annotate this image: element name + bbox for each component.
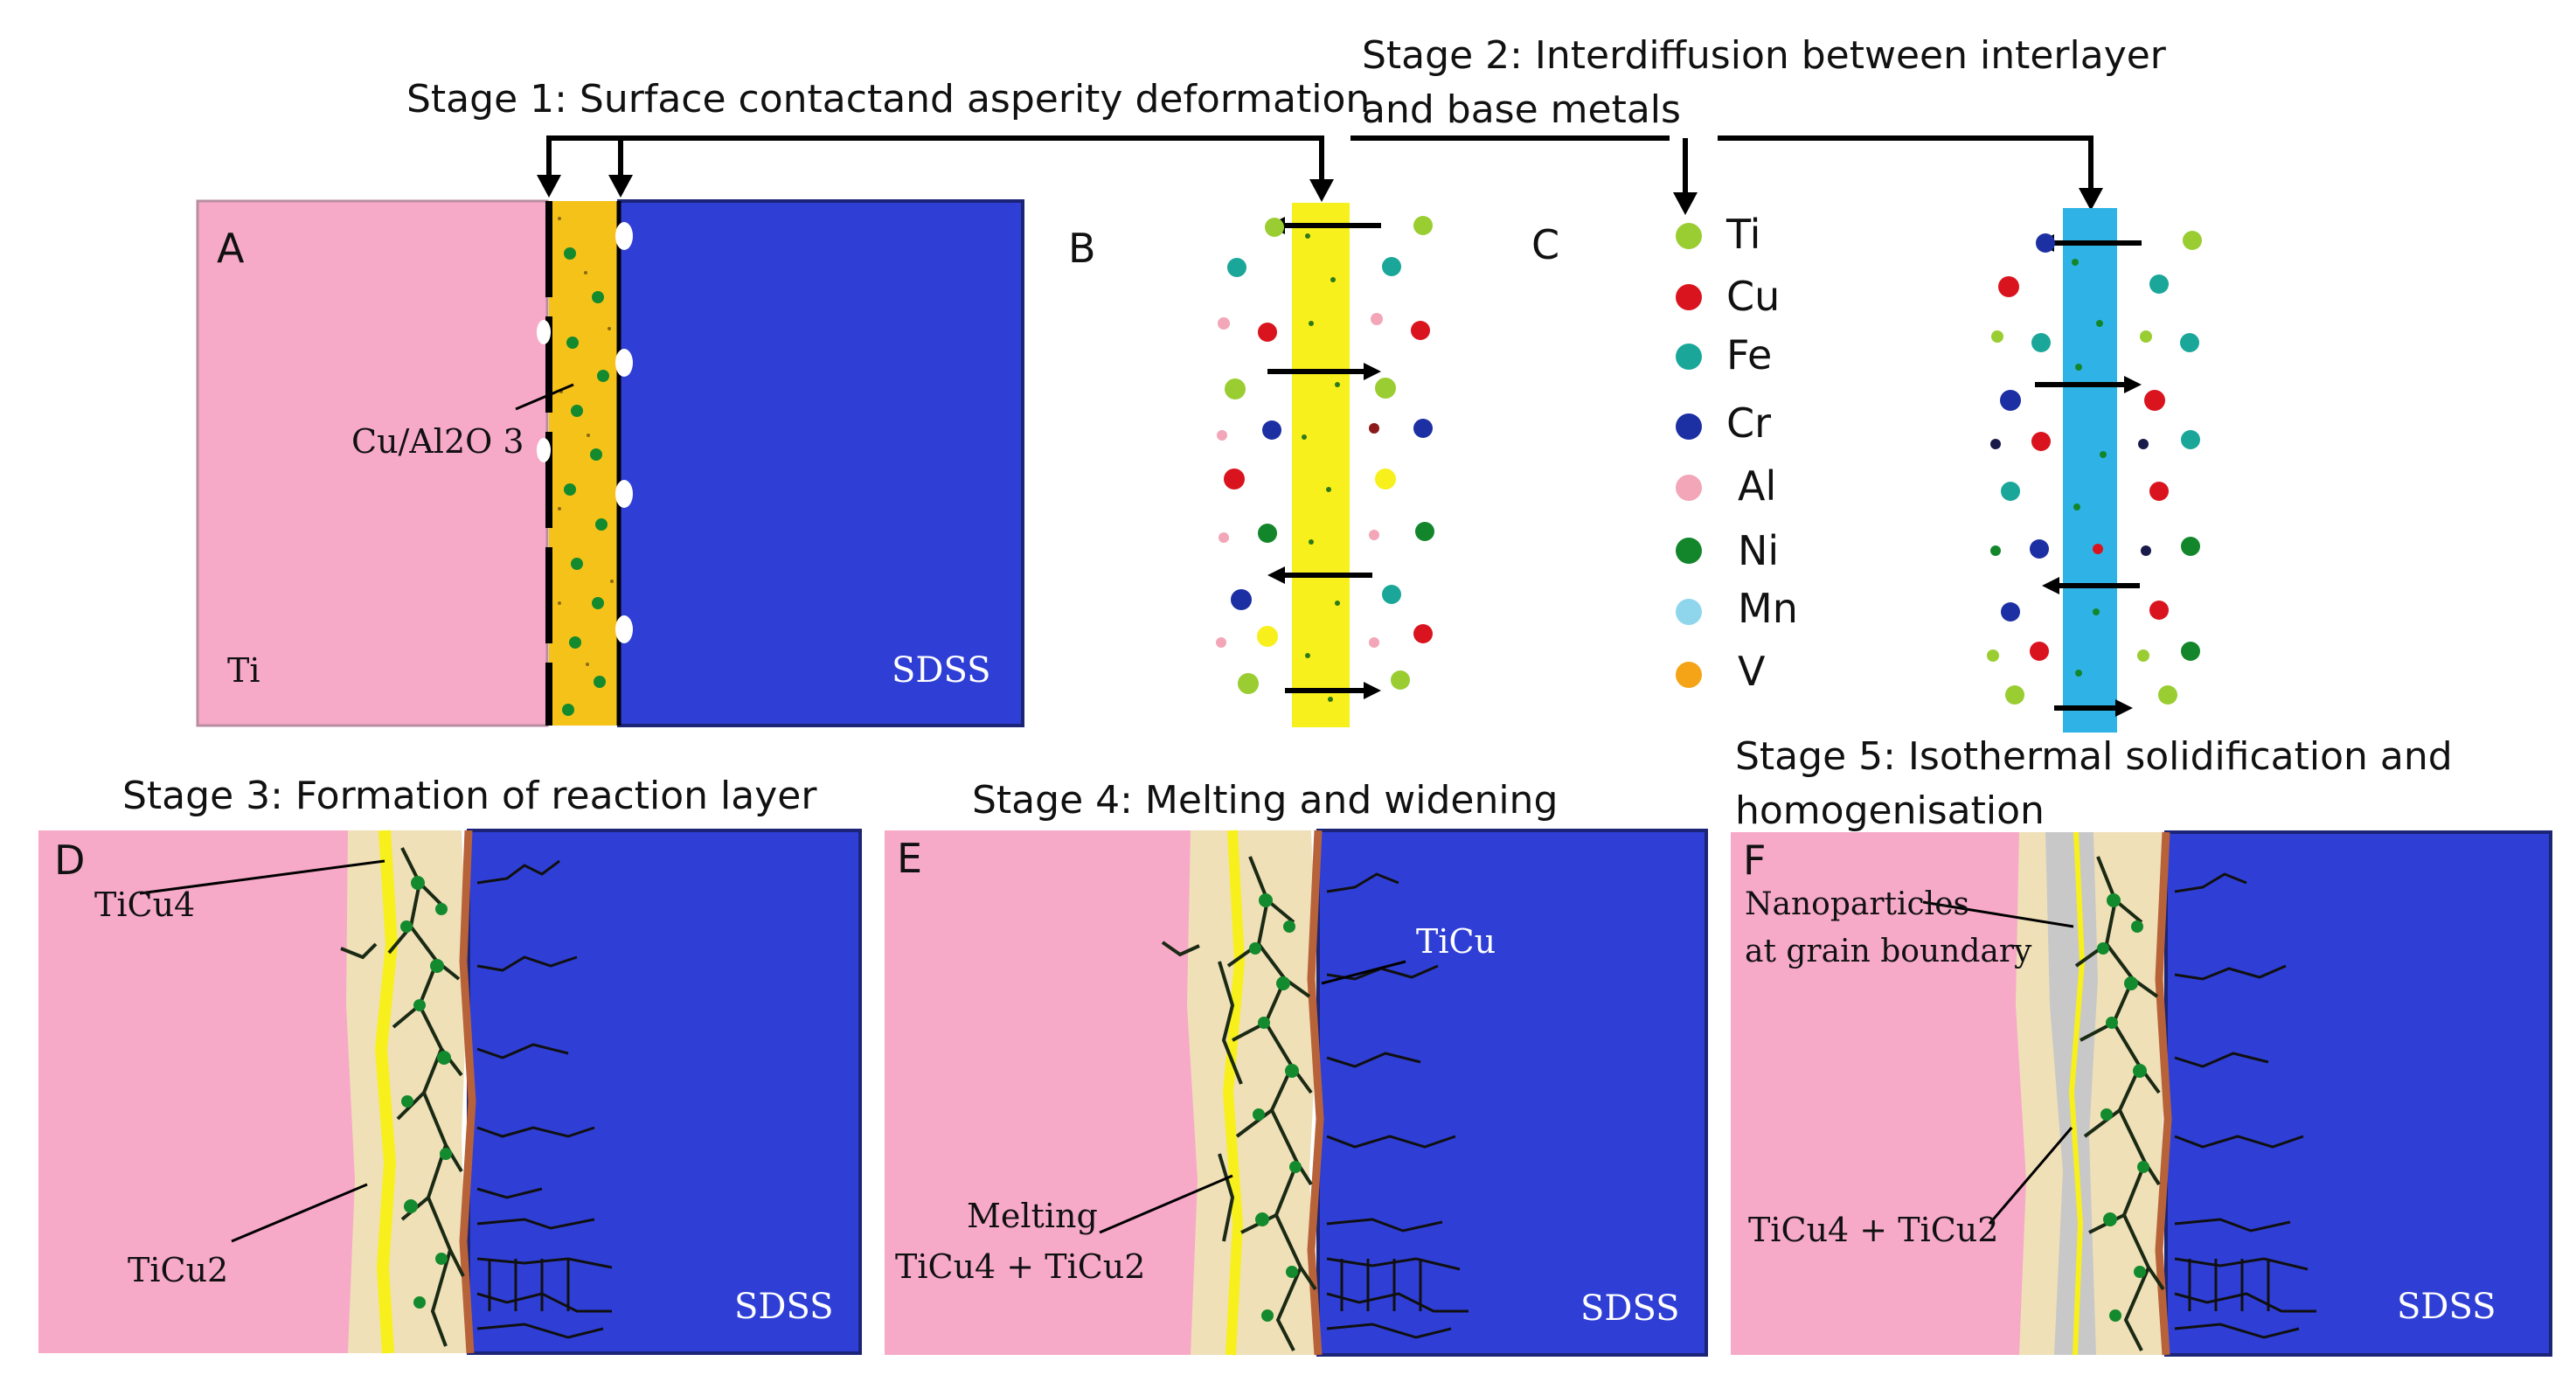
legend-fe-dot: [1676, 344, 1702, 370]
interlayer-leader: [515, 383, 574, 411]
panel-e: E TiCu Melting TiCu4 + TiCu2 SDSS: [885, 829, 1708, 1357]
stage-1-connector: [546, 135, 1324, 184]
diffusion-arrows-b: [1267, 223, 1381, 693]
panel-e-melting-phases-label: TiCu4 + TiCu2: [895, 1247, 1145, 1286]
panel-f-ticu-phases-label: TiCu4 + TiCu2: [1748, 1211, 1998, 1249]
panel-d: D TiCu4 TiCu2 SDSS: [38, 829, 862, 1355]
sdss-cracks-f: [2174, 872, 2316, 1339]
legend-v-label: V: [1738, 648, 1766, 695]
diffusion-arrows-c: [2035, 240, 2142, 711]
panel-e-melting-label: Melting: [967, 1197, 1098, 1235]
ticu4-leader-d: [139, 859, 385, 895]
panel-a-ti-label: Ti: [227, 651, 260, 690]
ti-base-metal-d: [38, 830, 364, 1353]
sdss-base-metal-f: [2164, 830, 2552, 1357]
cu-interlayer: [549, 201, 619, 726]
legend-ti-dot: [1676, 223, 1702, 249]
legend-mn-dot: [1676, 599, 1702, 625]
panel-e-ticu-label: TiCu: [1416, 922, 1496, 961]
yellow-interlayer-strip: [1292, 203, 1350, 727]
panel-d-letter: D: [54, 837, 85, 884]
legend-ti-label: Ti: [1725, 211, 1760, 258]
panel-f-nanoparticles-label: Nanoparticles: [1745, 886, 1969, 922]
sdss-base-metal: [617, 199, 1024, 727]
legend-cu-dot: [1676, 284, 1702, 310]
ticu2-leader-d: [231, 1183, 368, 1243]
strip-specks-c: [2072, 259, 2107, 677]
ti-base-metal-f: [1731, 832, 2045, 1355]
panel-c-letter: C: [1531, 221, 1559, 268]
sdss-base-metal-d: [467, 829, 862, 1355]
panel-a-sdss-label: SDSS: [892, 650, 991, 691]
stage-3-title: Stage 3: Formation of reaction layer: [122, 774, 817, 818]
stage-2-title-line1: Stage 2: Interdiffusion between interlay…: [1362, 33, 2167, 78]
panel-d-ticu4-label: TiCu4: [94, 885, 195, 924]
legend: Ti Cu Fe Cr Al Ni Mn V: [1676, 211, 1798, 695]
sdss-cracks-d: [476, 859, 613, 1339]
panel-e-letter: E: [897, 835, 922, 882]
stage-2-arrowheads: [1673, 188, 2103, 215]
legend-mn-label: Mn: [1738, 585, 1798, 632]
panel-d-sdss-label: SDSS: [734, 1287, 834, 1327]
stage-5-title-line1: Stage 5: Isothermal solidification and: [1735, 734, 2453, 779]
panel-b-letter: B: [1068, 225, 1096, 272]
panel-f-grain-boundary-label: at grain boundary: [1745, 934, 2032, 969]
panel-a-interlayer-label: Cu/Al2O 3: [351, 422, 524, 461]
panel-f-letter: F: [1743, 837, 1766, 884]
sdss-base-metal-e: [1316, 829, 1708, 1357]
panel-f: F Nanoparticles at grain boundary TiCu4 …: [1731, 830, 2552, 1357]
nanoparticles-leader-f: [1922, 900, 2074, 928]
interlayer-specks: [558, 217, 614, 666]
legend-cr-dot: [1676, 413, 1702, 440]
panel-c: C Ti Cu Fe Cr Al Ni Mn V: [1531, 208, 2202, 733]
ti-base-metal-e: [885, 830, 1217, 1355]
cu-remnant-line-f: [2068, 831, 2086, 1356]
strip-specks: [1302, 233, 1340, 702]
panel-a-letter: A: [217, 225, 245, 272]
ticu-phases-leader-f: [1988, 1127, 2073, 1225]
atoms-c: [1987, 231, 2202, 705]
ti-base-metal: [196, 199, 549, 727]
legend-ni-label: Ni: [1738, 527, 1779, 574]
legend-v-dot: [1676, 662, 1702, 688]
stage-2-title-line2: and base metals: [1362, 87, 1681, 132]
grain-network-f: [2074, 856, 2165, 1351]
cu-remnant-line-d: [374, 830, 399, 1354]
panel-e-sdss-label: SDSS: [1580, 1288, 1680, 1329]
interface-line-d: [459, 830, 476, 1354]
legend-cr-label: Cr: [1726, 399, 1771, 447]
atoms-b: [1216, 216, 1434, 694]
stage-1-title: Stage 1: Surface contactand asperity def…: [406, 77, 1370, 122]
strip-cu-atom: [2093, 544, 2103, 554]
stage-2-connector: [1350, 135, 2093, 197]
legend-al-dot: [1676, 475, 1702, 501]
legend-al-label: Al: [1738, 462, 1776, 510]
stage-5-title-line2: homogenisation: [1735, 788, 2045, 833]
asperity-voids: [537, 222, 633, 643]
panel-f-sdss-label: SDSS: [2397, 1287, 2496, 1327]
stage-4-title: Stage 4: Melting and widening: [972, 778, 1558, 823]
panel-d-ticu2-label: TiCu2: [128, 1251, 228, 1289]
legend-fe-label: Fe: [1726, 331, 1772, 378]
cu-remnant-line-e: [1222, 830, 1246, 1356]
melting-leader-e: [1099, 1174, 1233, 1234]
precipitates-e: [1249, 893, 1302, 1322]
precipitates-d: [400, 876, 452, 1309]
ticu-leader-e: [1321, 960, 1406, 985]
al2o3-particles: [562, 247, 609, 716]
panel-a: A Ti SDSS Cu/Al2O 3: [196, 199, 1024, 727]
stage-1-arrowheads: [537, 175, 1334, 202]
legend-cu-label: Cu: [1726, 273, 1780, 320]
blue-diffusion-strip: [2063, 208, 2117, 733]
panel-b: B: [1068, 203, 1434, 727]
legend-ni-dot: [1676, 538, 1702, 564]
reaction-layer-d: [346, 830, 468, 1353]
precipitates-f: [2097, 893, 2149, 1322]
